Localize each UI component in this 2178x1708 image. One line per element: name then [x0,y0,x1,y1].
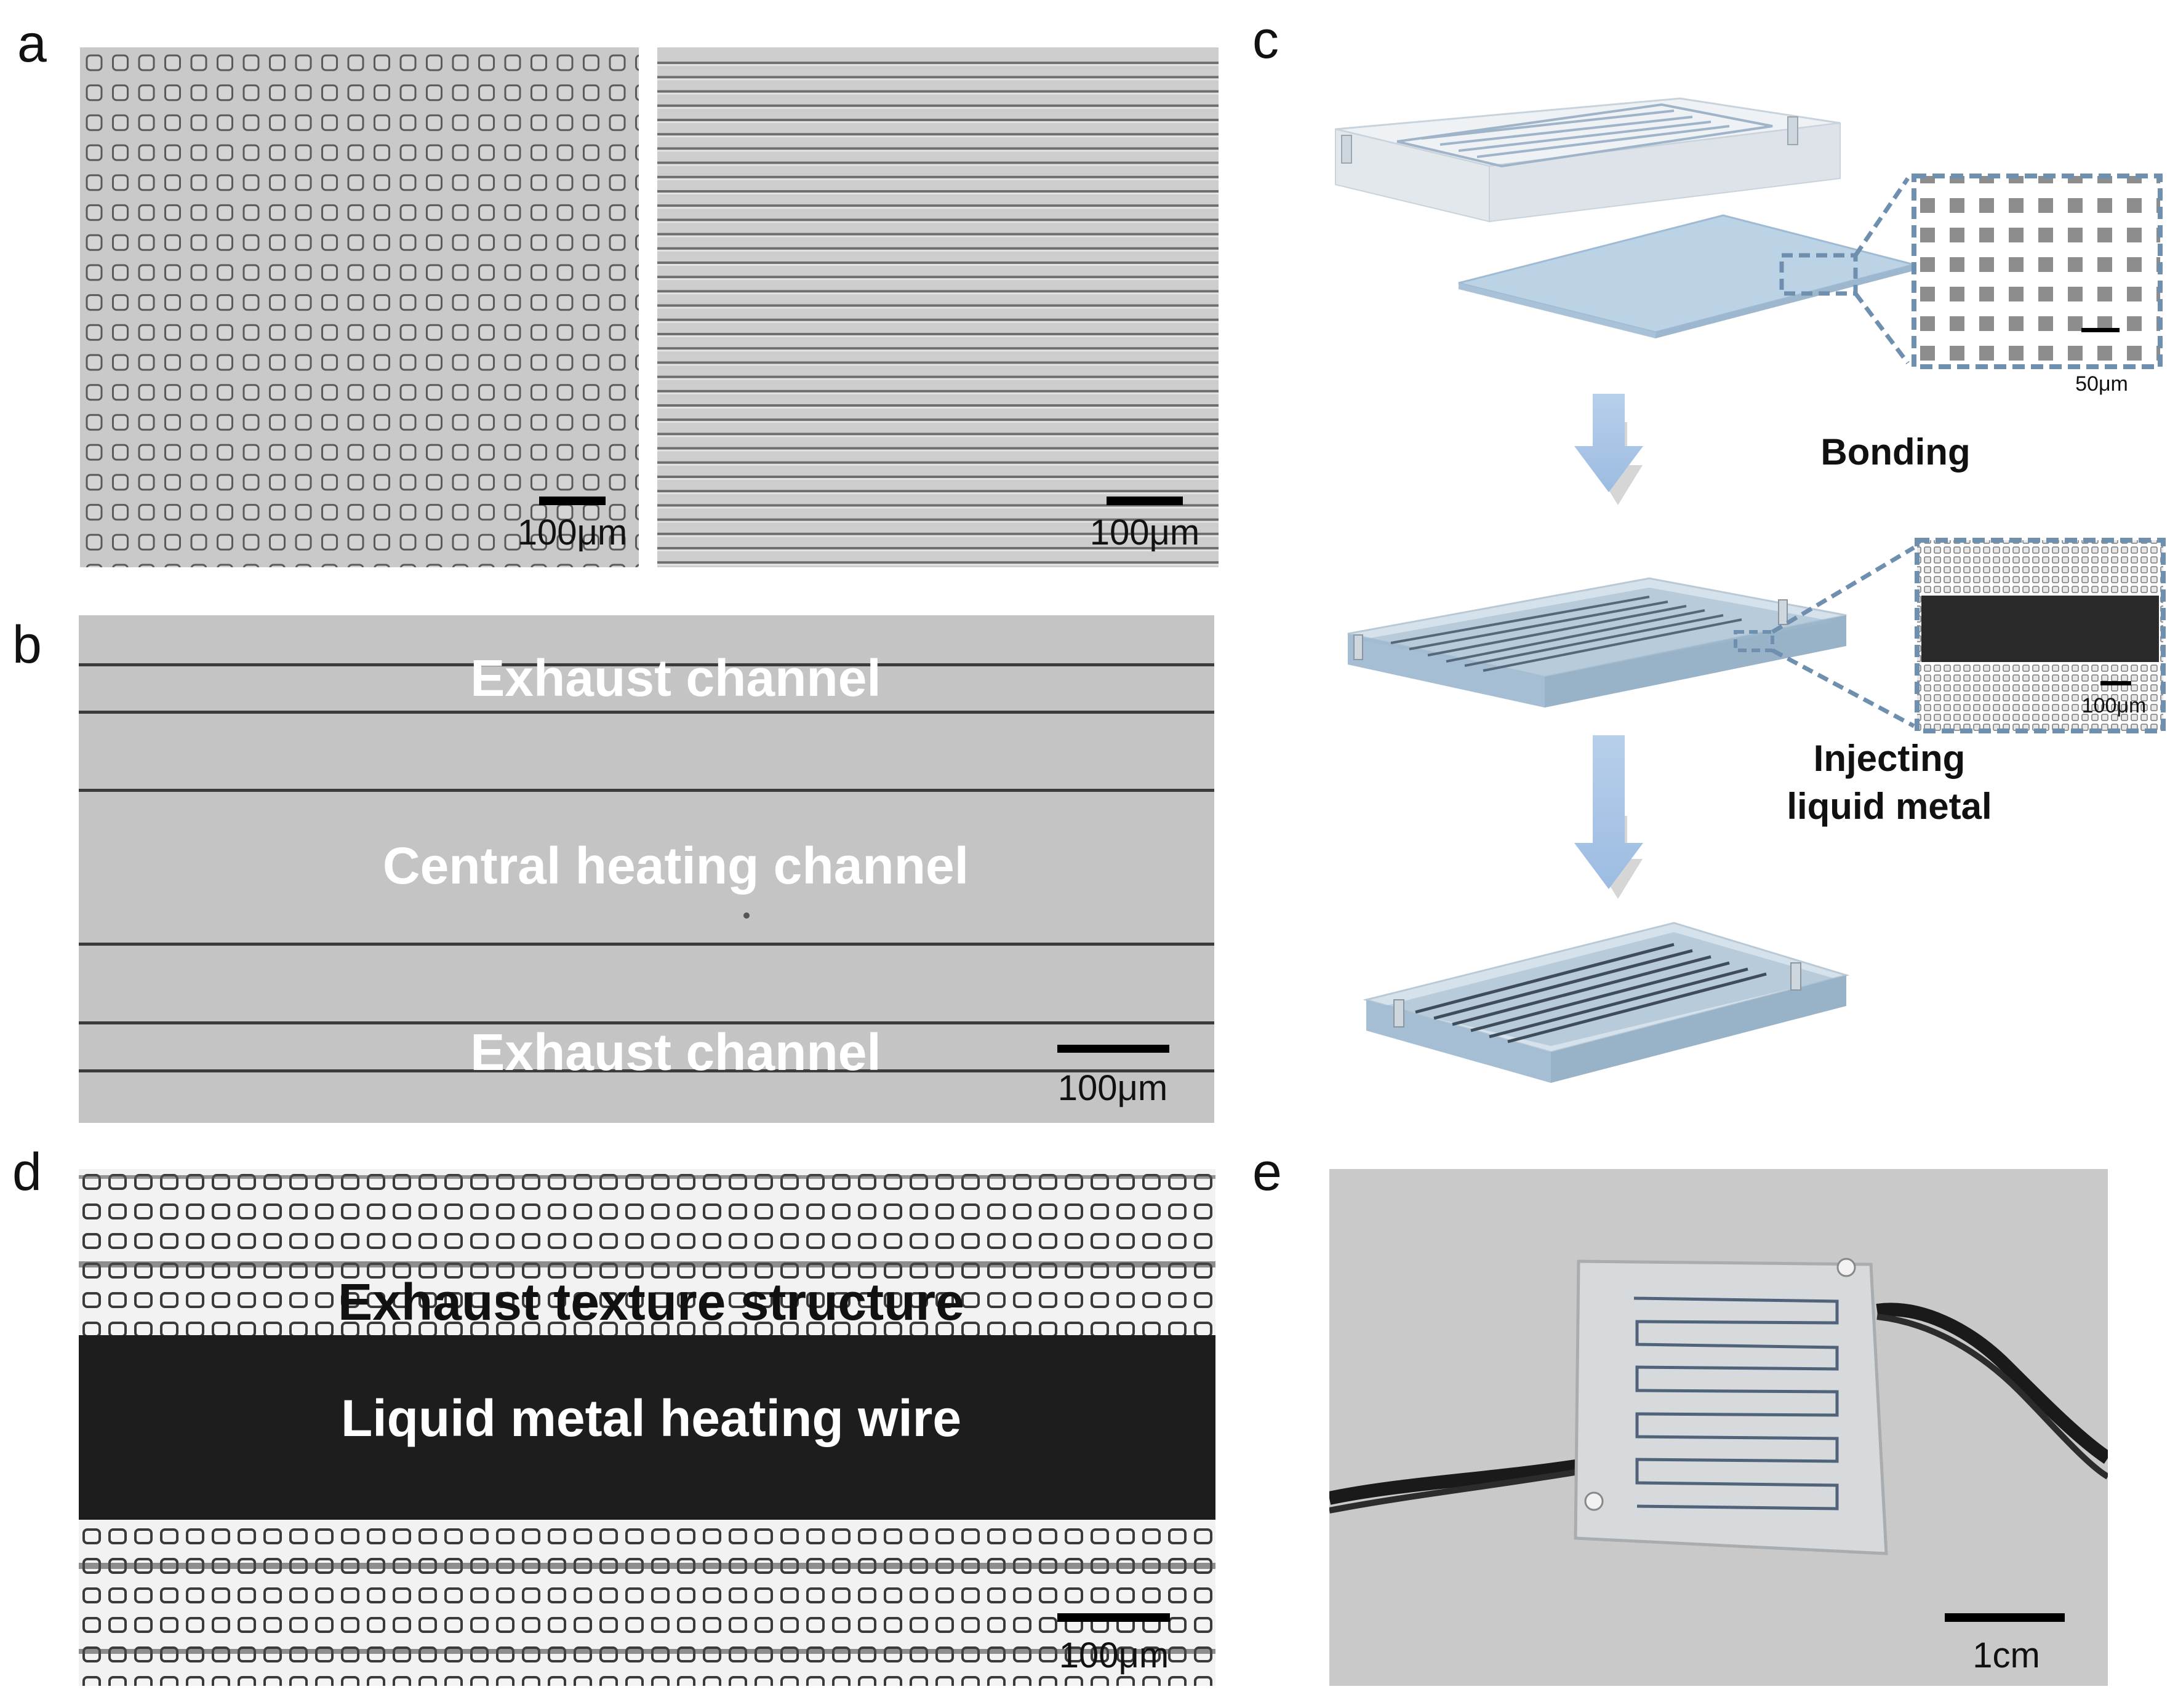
arrow-down-2 [1574,735,1643,899]
scale-bar-a-left [539,497,606,505]
micrograph-channels-b: Exhaust channel Central heating channel … [79,615,1214,1123]
step-label-injecting: Injecting [1813,738,1966,779]
micrograph-liquid-metal-d: Exhaust texture structure Liquid metal h… [79,1169,1215,1686]
micrograph-line-channels: 100μm [657,47,1219,567]
label-exhaust-texture-structure: Exhaust texture structure [338,1273,964,1331]
schematic-svg [1335,97,2166,1083]
label-central-heating-channel: Central heating channel [382,837,969,895]
panel-label-b: b [12,615,42,674]
scale-bar-a-right [1107,497,1183,505]
final-device [1363,922,1850,1083]
scale-bar-b [1057,1045,1169,1053]
pillar-array-svg [80,47,639,567]
liquid-metal-svg [79,1169,1215,1686]
scale-label-b: 100μm [1057,1068,1168,1108]
scale-bar-e [1945,1613,2065,1622]
step-label-liquid-metal: liquid metal [1787,786,1992,827]
label-exhaust-channel-bottom: Exhaust channel [470,1023,881,1081]
panel-label-a: a [17,14,47,73]
panel-label-c: c [1252,10,1279,70]
scale-label-a-right: 100μm [1089,513,1200,553]
inset1-scale-label: 50μm [2075,372,2128,396]
scale-label-a-left: 100μm [517,513,628,553]
device-photo-svg [1329,1258,2108,1555]
label-liquid-metal-heating-wire: Liquid metal heating wire [340,1389,962,1447]
scale-label-d: 100μm [1059,1635,1169,1675]
textured-substrate-layer [1458,177,1918,365]
step-label-bonding: Bonding [1820,431,1971,473]
arrow-down-1 [1574,394,1643,505]
scale-bar-d [1057,1613,1170,1622]
label-exhaust-channel-top: Exhaust channel [470,649,881,707]
line-channels-svg [657,52,1219,567]
fabrication-schematic: Bonding Injecting liquid metal 50μm 100μ… [1292,43,2178,1126]
top-cover-layer [1335,97,1841,223]
panel-label-d: d [12,1143,42,1202]
photo-device-e: 1cm [1329,1169,2108,1686]
channel-lines-svg [79,663,1214,1072]
panel-label-e: e [1252,1143,1282,1202]
scale-label-e: 1cm [1972,1635,2040,1675]
bonded-device [1347,545,1915,728]
micrograph-pillar-array: 100μm [80,47,639,567]
inset2-scale-label: 100μm [2081,694,2147,717]
